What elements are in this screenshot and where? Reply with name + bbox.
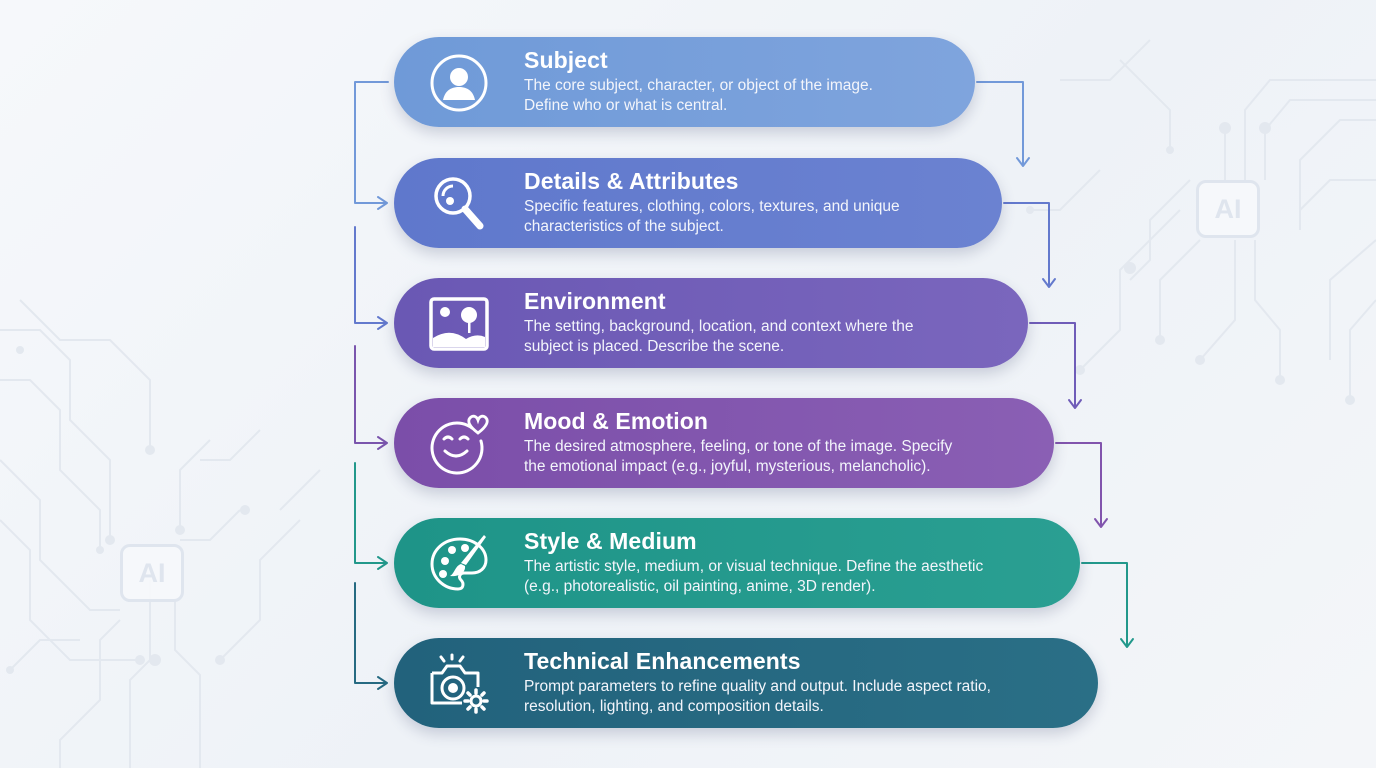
description-line: (e.g., photorealistic, oil painting, ani… [524, 578, 876, 595]
step-description: The setting, background, location, and c… [524, 317, 1084, 357]
description-line: The desired atmosphere, feeling, or tone… [524, 438, 953, 455]
description-line: resolution, lighting, and composition de… [524, 698, 824, 715]
description-line: Specific features, clothing, colors, tex… [524, 198, 900, 215]
description-line: The core subject, character, or object o… [524, 77, 873, 94]
camera-gear-icon [428, 653, 490, 715]
step-title: Style & Medium [524, 528, 697, 554]
ai-chip-left: AI [120, 544, 184, 602]
landscape-image-icon [428, 293, 490, 355]
step-card-environment: Environment The setting, background, loc… [394, 278, 1028, 368]
ai-chip-right: AI [1196, 180, 1260, 238]
step-description: The artistic style, medium, or visual te… [524, 557, 1084, 597]
description-line: Define who or what is central. [524, 97, 728, 114]
step-title: Details & Attributes [524, 168, 739, 194]
step-title: Environment [524, 288, 666, 314]
step-title: Mood & Emotion [524, 408, 709, 434]
description-line: The setting, background, location, and c… [524, 318, 914, 335]
magnifier-icon [428, 173, 490, 235]
description-line: The artistic style, medium, or visual te… [524, 558, 984, 575]
step-card-subject: Subject The core subject, character, or … [394, 37, 975, 127]
step-card-details-attributes: Details & Attributes Specific features, … [394, 158, 1002, 248]
step-card-mood-emotion: Mood & Emotion The desired atmosphere, f… [394, 398, 1054, 488]
palette-brush-icon [428, 533, 490, 595]
smiley-heart-icon [428, 413, 490, 475]
step-card-style-medium: Style & Medium The artistic style, mediu… [394, 518, 1080, 608]
description-line: Prompt parameters to refine quality and … [524, 678, 991, 695]
step-card-technical-enhancements: Technical Enhancements Prompt parameters… [394, 638, 1098, 728]
step-title: Technical Enhancements [524, 648, 801, 674]
description-line: characteristics of the subject. [524, 218, 724, 235]
step-description: The desired atmosphere, feeling, or tone… [524, 437, 1084, 477]
step-description: The core subject, character, or object o… [524, 76, 1084, 116]
description-line: the emotional impact (e.g., joyful, myst… [524, 458, 931, 475]
description-line: subject is placed. Describe the scene. [524, 338, 785, 355]
step-description: Prompt parameters to refine quality and … [524, 677, 1084, 717]
person-icon [428, 52, 490, 114]
step-title: Subject [524, 47, 608, 73]
step-description: Specific features, clothing, colors, tex… [524, 197, 1084, 237]
